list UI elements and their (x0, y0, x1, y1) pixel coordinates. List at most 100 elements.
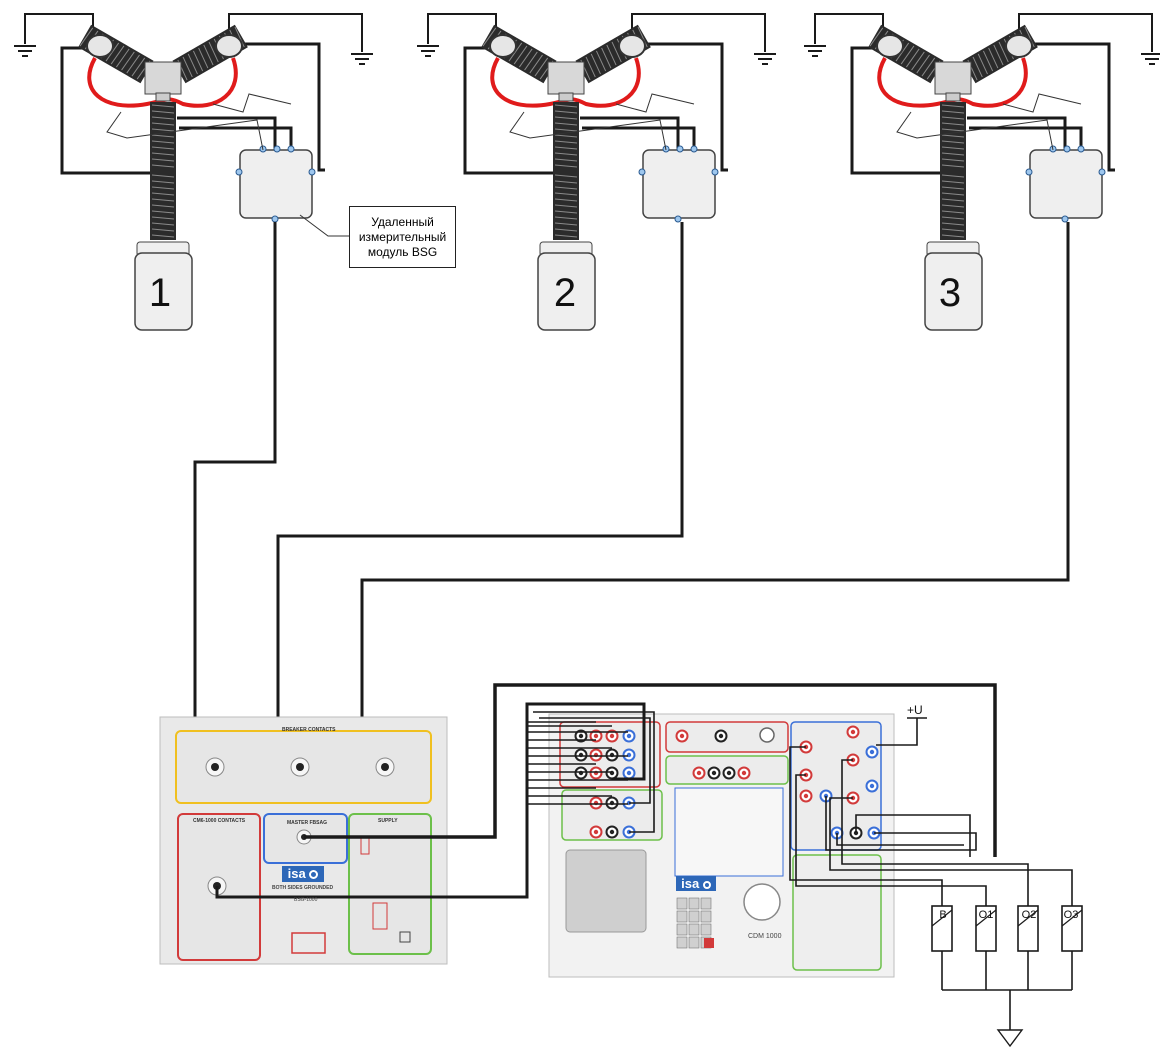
cdm-status-lamp (759, 727, 775, 743)
contactor-coil-o3 (1061, 905, 1083, 990)
insulator-shed (941, 228, 965, 232)
insulator-shed (611, 41, 622, 63)
terminal-socket-core (869, 749, 875, 755)
terminal-socket-core (626, 770, 632, 776)
module-connector (674, 215, 682, 223)
insulator-shed (972, 56, 983, 78)
contactor-label-o3: O3 (1063, 909, 1079, 921)
contactor-coil-b (931, 905, 953, 990)
module-connector (273, 145, 281, 153)
breaker-pole-3 (804, 13, 1160, 331)
cdm-display (674, 787, 784, 877)
cable-bsg-3 (360, 222, 1070, 768)
insulator-shed (554, 198, 578, 202)
ground-icon (1141, 53, 1160, 65)
output-line-b (789, 746, 943, 906)
cdm-printer (565, 849, 647, 933)
breaker-pole-1 (14, 13, 373, 331)
keypad-key (688, 910, 700, 923)
insulator-shed (941, 234, 965, 238)
insulator-shed (198, 47, 209, 69)
insulator-shed (998, 41, 1009, 63)
frame-inner-2 (969, 126, 1083, 150)
harness-line (539, 717, 651, 804)
supply-plus-u-line (876, 718, 918, 746)
breaker-terminal-right (215, 34, 243, 58)
insulator-shed (121, 51, 135, 71)
output-line-o3 (829, 797, 1073, 906)
insulator-shed (151, 134, 175, 138)
insulator-shed (554, 234, 578, 238)
contactor-coil-o2 (1017, 905, 1039, 990)
insulator-shed (941, 174, 965, 178)
insulator-shed (105, 42, 120, 62)
cm-contacts-cable (215, 702, 646, 899)
insulator-shed (151, 210, 175, 214)
supply-plus-u-label: +U (907, 703, 923, 717)
insulator-shed (554, 104, 578, 108)
supply-switch (372, 902, 388, 930)
contactor-layer (931, 905, 1083, 1048)
callout-line-3: модуль BSG (367, 244, 438, 259)
insulator-shed (79, 27, 94, 47)
breaker-terminal-right (1005, 34, 1033, 58)
cdm-knob (743, 883, 781, 921)
insulator-shed (151, 222, 175, 226)
sensor-wire-2 (1002, 93, 1082, 113)
contactor-label-o2: O2 (1021, 909, 1037, 921)
cdm-unit (215, 683, 1073, 978)
insulator-shed (203, 44, 214, 66)
contactor-coil-slash (1061, 909, 1083, 927)
insulator-shed (513, 45, 528, 65)
bsg-isa-logo: isa (282, 866, 324, 882)
terminal-socket-core (711, 770, 717, 776)
ground-lead-right (228, 13, 363, 52)
insulator-shed (554, 192, 578, 196)
terminal-socket-core (296, 763, 304, 771)
insulator-shed (606, 44, 617, 66)
mechanism-cabinet (924, 252, 983, 331)
insulator-shed (941, 216, 965, 220)
bsg-caption: BOTH SIDES GROUNDED (272, 885, 334, 891)
insulator-shed (182, 56, 193, 78)
terminal-socket-core (593, 733, 599, 739)
common-line-2 (855, 814, 971, 857)
insulator-shed (151, 104, 175, 108)
column-cap (155, 92, 171, 102)
insulator-shed (941, 146, 965, 150)
insulator-shed (151, 164, 175, 168)
common-line (825, 796, 977, 851)
module-connector (690, 145, 698, 153)
insulator-shed (900, 45, 915, 65)
insulator-shed (941, 116, 965, 120)
column-cap (558, 92, 574, 102)
keypad-key (700, 923, 712, 936)
common-line-3 (836, 833, 964, 846)
insulator-shed (151, 116, 175, 120)
breaker-hub (144, 61, 182, 95)
insulator-shed (941, 222, 965, 226)
breaker-terminal-left (489, 34, 517, 58)
insulator-shed (554, 134, 578, 138)
cdm-model: CDM 1000 (748, 933, 782, 940)
insulator-shed (192, 50, 204, 72)
module-connector (1025, 168, 1033, 176)
insulator-shed (993, 44, 1004, 66)
terminal-socket-core (626, 733, 632, 739)
isa-ring-icon (309, 870, 319, 880)
keypad-key (700, 897, 712, 910)
insulator-shed (151, 158, 175, 162)
insulator-shed (554, 180, 578, 184)
insulator-shed (941, 104, 965, 108)
bsg-isa-logo-text: isa (287, 866, 306, 881)
insulator-shed (529, 54, 543, 74)
module-connector (1098, 168, 1106, 176)
sensor-wire-2 (615, 93, 695, 113)
ground-icon (804, 45, 826, 57)
ground-icon (996, 1029, 1024, 1048)
bsg-ce-mark (399, 931, 411, 943)
callout-line-2: измерительный (358, 229, 447, 244)
insulator-icon (940, 102, 966, 172)
ground-lead-right (1018, 13, 1153, 52)
module-connector (287, 145, 295, 153)
